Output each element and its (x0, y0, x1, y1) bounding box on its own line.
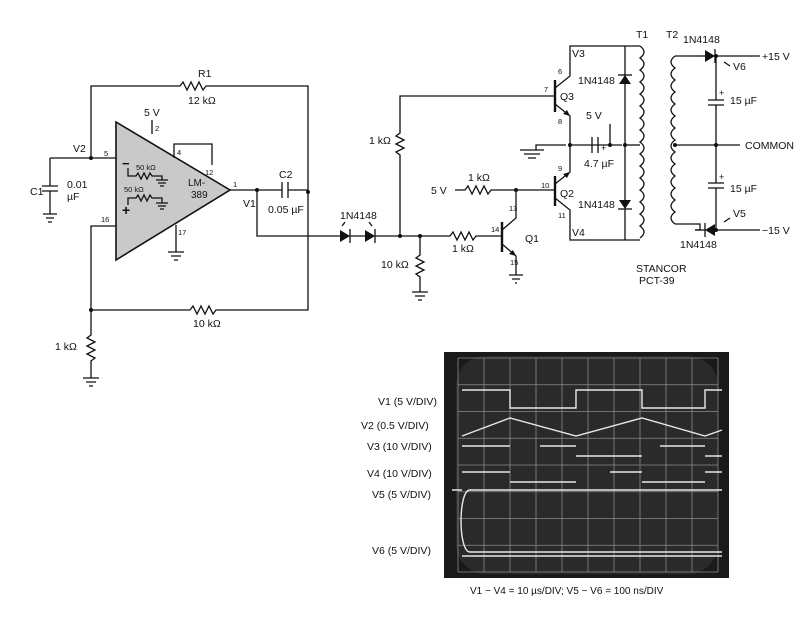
t2-secondary (670, 55, 677, 225)
driver-section: 1N4148 10 kΩ 1 kΩ 1 kΩ 13 14 15 Q1 5 V 1… (340, 95, 555, 301)
svg-text:17: 17 (178, 228, 186, 237)
svg-text:5: 5 (104, 149, 108, 158)
svg-text:6: 6 (558, 67, 562, 76)
svg-text:8: 8 (558, 117, 562, 126)
svg-text:+: + (719, 88, 724, 98)
r1-label: R1 (198, 68, 212, 80)
svg-text:1N4148: 1N4148 (683, 34, 720, 46)
trace-v5 (452, 489, 722, 553)
svg-text:1: 1 (233, 180, 237, 189)
svg-text:5 V: 5 V (586, 110, 602, 122)
plus15-label: +15 V (762, 51, 790, 63)
opamp-plus: + (122, 202, 130, 218)
c2-label: C2 (279, 169, 293, 181)
svg-text:1N4148: 1N4148 (680, 239, 717, 251)
svg-text:1N4148: 1N4148 (578, 75, 615, 87)
svg-text:5 V: 5 V (431, 185, 447, 197)
svg-text:9: 9 (558, 164, 562, 173)
svg-text:7: 7 (544, 85, 548, 94)
scope-caption: V1 − V4 = 10 µs/DIV; V5 − V6 = 100 ns/DI… (470, 586, 664, 597)
v4-label: V4 (572, 227, 585, 239)
trace-v2 (461, 417, 723, 437)
c2-value: 0.05 µF (268, 204, 304, 216)
svg-text:1 kΩ: 1 kΩ (468, 172, 490, 184)
svg-text:0.01: 0.01 (67, 179, 88, 191)
t1-label: T1 (636, 29, 648, 41)
svg-text:2: 2 (155, 124, 159, 133)
svg-text:12: 12 (205, 168, 213, 177)
scope-grid (457, 357, 719, 573)
trace-label-v4: V4 (10 V/DIV) (367, 468, 432, 480)
svg-text:+: + (601, 143, 606, 153)
svg-text:15 µF: 15 µF (730, 183, 757, 195)
trace-label-v5: V5 (5 V/DIV) (372, 489, 431, 501)
svg-text:50 kΩ: 50 kΩ (136, 163, 156, 172)
opamp-symbol (115, 120, 232, 262)
svg-text:PCT-39: PCT-39 (639, 275, 675, 287)
trace-label-v6: V6 (5 V/DIV) (372, 545, 431, 557)
opamp-name-2: 389 (191, 190, 208, 201)
trace-label-v1: V1 (5 V/DIV) (378, 396, 437, 408)
r-feedback-10k (189, 192, 309, 316)
svg-text:1 kΩ: 1 kΩ (55, 341, 77, 353)
svg-text:15 µF: 15 µF (730, 95, 757, 107)
v5-label: V5 (733, 208, 746, 220)
svg-text:4: 4 (177, 148, 181, 157)
trace-v3 (462, 445, 722, 457)
svg-text:1 kΩ: 1 kΩ (369, 135, 391, 147)
svg-text:16: 16 (101, 215, 109, 224)
svg-text:15: 15 (510, 258, 518, 267)
svg-text:50 kΩ: 50 kΩ (124, 185, 144, 194)
svg-text:µF: µF (67, 191, 79, 203)
trace-v1 (462, 389, 722, 409)
svg-text:10: 10 (541, 181, 549, 190)
svg-text:10 kΩ: 10 kΩ (381, 259, 409, 271)
r1-resistor (179, 80, 207, 92)
trace-v4 (462, 471, 722, 483)
c1-label: C1 (30, 186, 44, 198)
minus15-label: −15 V (762, 225, 790, 237)
output-stage: 6 7 8 Q3 V3 9 10 11 Q2 V4 + 4.7 µF 5 V 1… (520, 29, 794, 287)
svg-text:14: 14 (491, 225, 499, 234)
svg-text:1N4148: 1N4148 (340, 210, 377, 222)
q3-label: Q3 (560, 91, 574, 103)
v2-label: V2 (73, 143, 86, 155)
supply-5v-label: 5 V (144, 107, 160, 119)
trace-label-v3: V3 (10 V/DIV) (367, 441, 432, 453)
svg-text:11: 11 (558, 211, 566, 220)
svg-text:STANCOR: STANCOR (636, 263, 687, 275)
svg-text:10 kΩ: 10 kΩ (193, 318, 221, 330)
svg-text:+: + (719, 172, 724, 182)
v6-label: V6 (733, 61, 746, 73)
svg-text:4.7 µF: 4.7 µF (584, 158, 614, 170)
opamp-section: LM- 389 − + R1 12 kΩ 5 V 2 4 12 V2 5 C1 … (30, 68, 340, 387)
trace-label-v2: V2 (0.5 V/DIV) (361, 420, 429, 432)
scope-traces (452, 389, 723, 557)
svg-text:13: 13 (509, 204, 517, 213)
v3-label: V3 (572, 48, 585, 60)
common-label: COMMON (745, 140, 794, 152)
q2-label: Q2 (560, 188, 574, 200)
opamp-minus: − (122, 156, 130, 171)
t2-label: T2 (666, 29, 678, 41)
opamp-name-1: LM- (188, 178, 205, 189)
svg-text:1N4148: 1N4148 (578, 199, 615, 211)
v1-label: V1 (243, 198, 256, 210)
svg-text:1 kΩ: 1 kΩ (452, 243, 474, 255)
r1-value: 12 kΩ (188, 95, 216, 107)
t1-primary (638, 45, 645, 239)
oscilloscope-photo (444, 352, 729, 578)
q1-label: Q1 (525, 233, 539, 245)
